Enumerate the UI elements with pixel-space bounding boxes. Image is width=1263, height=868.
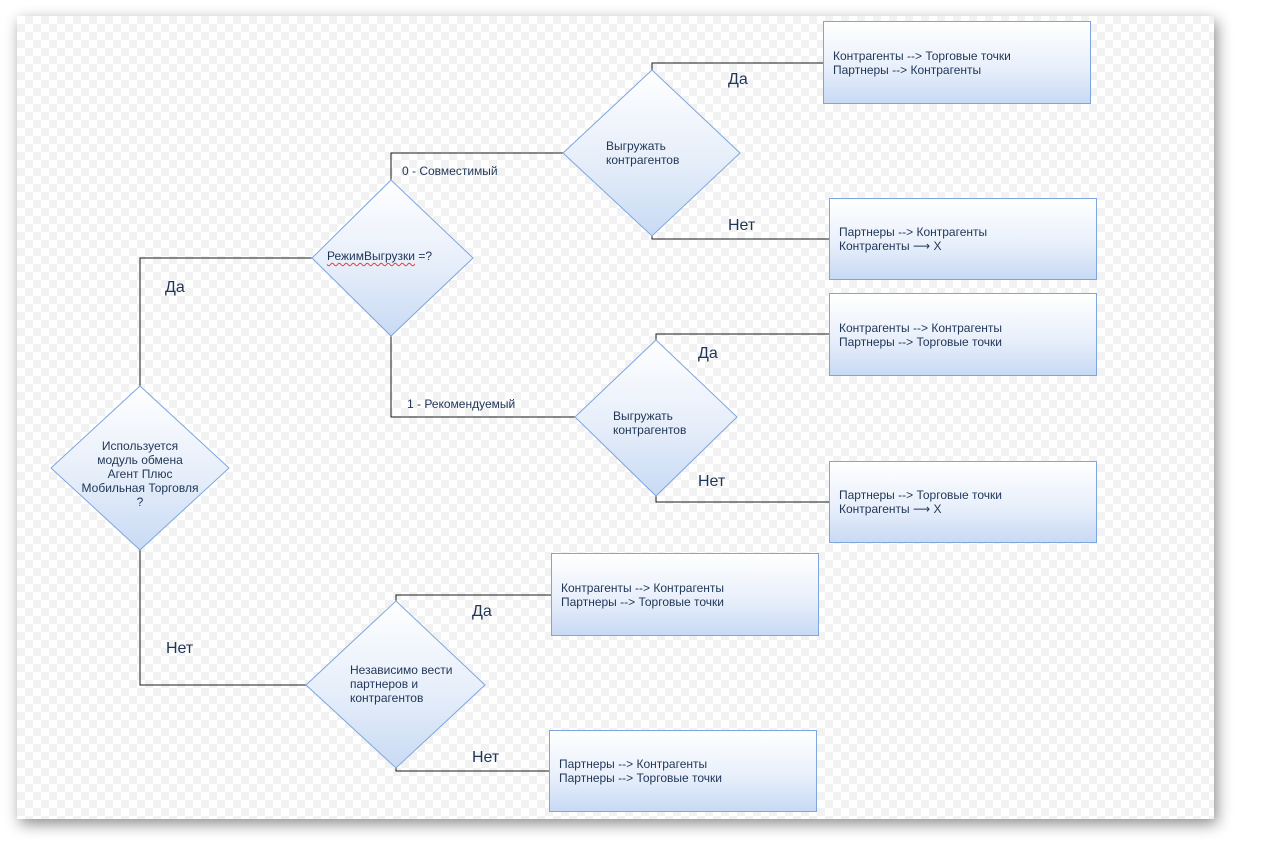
- decision-diamond-mode: [311, 179, 474, 337]
- decision-text-independent: Независимо вести партнеров и контрагенто…: [350, 663, 452, 705]
- decision-text-export-a: Выгружать контрагентов: [606, 139, 679, 167]
- connector-independent-no: [395, 768, 549, 772]
- decision-diamond-main: [50, 385, 230, 551]
- result-2-line-2: Контрагенты ⟶ X: [839, 239, 942, 253]
- result-4-line-1: Партнеры --> Торговые точки: [839, 488, 1002, 502]
- result-box-4: Партнеры --> Торговые точки Контрагенты …: [829, 461, 1097, 543]
- connector-mode-1: [390, 336, 575, 418]
- result-5-line-1: Контрагенты --> Контрагенты: [561, 580, 725, 595]
- branch-label-main-no: Нет: [166, 640, 194, 657]
- result-4-line-2: Контрагенты ⟶ X: [839, 502, 942, 516]
- independent-line-2: партнеров и: [350, 677, 419, 691]
- connector-export-b-yes: [655, 333, 829, 340]
- result-2-line-1: Партнеры --> Контрагенты: [839, 225, 988, 239]
- result-1-line-1: Контрагенты --> Торговые точки: [833, 48, 1011, 63]
- decision-main-line-3: Агент Плюс: [107, 467, 173, 481]
- branch-label-mode-0: 0 - Совместимый: [402, 164, 498, 178]
- connector-export-a-no: [651, 236, 829, 240]
- decision-text-main: Используется модуль обмена Агент Плюс Мо…: [70, 439, 210, 509]
- branch-label-independent-no: Нет: [472, 749, 500, 766]
- branch-label-export-a-yes: Да: [728, 71, 748, 88]
- connector-export-a-yes: [651, 62, 823, 70]
- export-a-line-1: Выгружать: [606, 139, 666, 153]
- mode-variable-name: РежимВыгрузки: [327, 249, 415, 263]
- result-box-5: Контрагенты --> Контрагенты Партнеры -->…: [551, 553, 819, 636]
- connector-export-b-no: [655, 496, 829, 503]
- result-box-1: Контрагенты --> Торговые точки Партнеры …: [823, 21, 1091, 104]
- export-b-line-1: Выгружать: [613, 409, 673, 423]
- connector-main-no: [139, 550, 306, 686]
- result-3-line-2: Партнеры --> Торговые точки: [839, 334, 1002, 349]
- result-box-6: Партнеры --> Контрагенты Партнеры --> То…: [549, 730, 817, 812]
- export-a-line-2: контрагентов: [606, 153, 680, 167]
- branch-label-export-b-no: Нет: [698, 473, 726, 490]
- connector-main-yes: [139, 257, 312, 386]
- independent-line-1: Независимо вести: [350, 663, 453, 677]
- branch-label-export-a-no: Нет: [728, 217, 756, 234]
- decision-diamond-export-a: [562, 69, 741, 237]
- decision-text-mode: РежимВыгрузки =?: [327, 249, 432, 263]
- result-5-line-2: Партнеры --> Торговые точки: [561, 594, 724, 609]
- decision-main-line-5: ?: [136, 495, 144, 509]
- result-6-line-2: Партнеры --> Торговые точки: [559, 771, 722, 785]
- mode-variable-rest: =?: [415, 249, 433, 263]
- decision-main-line-4: Мобильная Торговля: [81, 481, 199, 495]
- branch-label-mode-1: 1 - Рекомендуемый: [407, 397, 516, 411]
- result-box-2: Партнеры --> Контрагенты Контрагенты ⟶ X: [829, 198, 1097, 280]
- connector-mode-0: [390, 152, 563, 180]
- connector-independent-yes: [395, 594, 551, 601]
- independent-line-3: контрагентов: [350, 691, 424, 705]
- result-6-line-1: Партнеры --> Контрагенты: [559, 757, 708, 771]
- branch-label-main-yes: Да: [165, 279, 185, 296]
- result-box-3: Контрагенты --> Контрагенты Партнеры -->…: [829, 293, 1097, 376]
- decision-diamond-export-b: [574, 339, 738, 497]
- branch-label-export-b-yes: Да: [698, 345, 718, 362]
- decision-text-export-b: Выгружать контрагентов: [613, 409, 686, 437]
- branch-label-independent-yes: Да: [472, 603, 492, 620]
- result-1-line-2: Партнеры --> Контрагенты: [833, 62, 982, 77]
- result-3-line-1: Контрагенты --> Контрагенты: [839, 320, 1003, 335]
- connector-lines: [139, 62, 829, 772]
- decision-main-line-1: Используется: [101, 439, 179, 453]
- decision-diamond-independent: [305, 600, 486, 769]
- decision-main-line-2: модуль обмена: [97, 453, 183, 467]
- export-b-line-2: контрагентов: [613, 423, 687, 437]
